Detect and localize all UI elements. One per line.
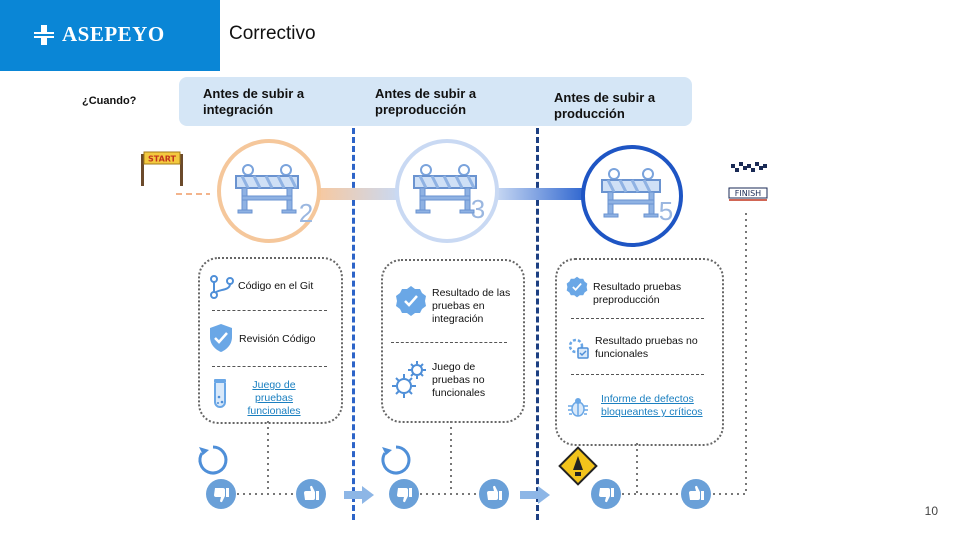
finish-flag-icon: FINISH: [728, 162, 768, 201]
checklist-box-produccion: Resultado pruebas preproducción Resultad…: [555, 258, 724, 446]
gears-icon: [392, 361, 426, 398]
gate-number: 2: [299, 198, 313, 228]
thumbs-down-icon[interactable]: [590, 478, 622, 510]
bug-icon: [568, 398, 588, 417]
brand-logo-text: ASEPEYO: [62, 22, 165, 46]
thumbs-up-icon[interactable]: [478, 478, 510, 510]
git-branch-icon: [210, 275, 234, 299]
barrier-icon: [413, 164, 477, 214]
verified-badge-icon: [396, 286, 426, 316]
thumbs-down-icon[interactable]: [388, 478, 420, 510]
checklist-item-label: Resultado pruebas no funcionales: [595, 335, 698, 360]
checklist-box-preproduccion: Resultado de las pruebas en integración …: [381, 259, 525, 423]
start-flag-label: START: [148, 155, 177, 164]
thumbs-up-icon[interactable]: [680, 478, 712, 510]
checklist-item-label: Revisión Código: [239, 333, 316, 345]
stage-heading-preproduccion: Antes de subir a preproducción: [375, 86, 477, 117]
next-stage-arrow-icon: [344, 486, 374, 504]
next-stage-arrow-icon: [520, 486, 550, 504]
item-separator: [212, 310, 327, 311]
barrier-icon: [601, 168, 661, 218]
defects-report-link[interactable]: Informe de defectos bloqueantes y crític…: [601, 393, 703, 418]
test-tube-icon: [214, 379, 226, 408]
item-separator: [571, 318, 704, 319]
thumbs-up-icon[interactable]: [295, 478, 327, 510]
cross-logo-icon: [34, 25, 54, 45]
stage-heading-integracion: Antes de subir a integración: [203, 86, 305, 117]
verified-badge-icon: [566, 276, 588, 298]
checklist-item-label: Resultado de las pruebas en integración: [432, 287, 511, 325]
checklist-item-label: Juego de pruebas no funcionales: [432, 361, 486, 399]
functional-tests-link[interactable]: Juego de pruebas funcionales: [247, 379, 301, 417]
retry-cycle-icon[interactable]: [379, 443, 413, 477]
item-separator: [212, 366, 327, 367]
start-flag-icon: START: [141, 151, 183, 186]
gate-circle-produccion: 5: [580, 144, 684, 253]
when-label: ¿Cuando?: [82, 95, 137, 107]
checklist-box-integracion: Código en el Git Revisión Código Juego d…: [198, 257, 343, 424]
shield-check-icon: [210, 324, 232, 352]
slide-title: Correctivo: [229, 23, 316, 44]
barrier-icon: [235, 164, 299, 214]
retry-cycle-icon[interactable]: [196, 443, 230, 477]
progress-connector: [176, 188, 585, 200]
thumbs-down-icon[interactable]: [205, 478, 237, 510]
item-separator: [571, 374, 704, 375]
stage-divider: [536, 128, 539, 520]
stage-header-bar: [179, 77, 692, 126]
gear-report-icon: [568, 338, 589, 359]
checklist-item-label: Resultado pruebas preproducción: [593, 281, 682, 306]
warning-sign-icon: [558, 446, 598, 486]
page-number: 10: [924, 504, 938, 518]
finish-flag-label: FINISH: [735, 189, 761, 198]
stage-heading-produccion: Antes de subir a producción: [554, 90, 656, 121]
item-separator: [391, 342, 507, 343]
stage-divider: [352, 128, 355, 520]
gate-number: 3: [471, 194, 485, 224]
gate-number: 5: [659, 196, 673, 226]
gate-circle-preproduccion: 3: [394, 138, 500, 249]
gate-circle-integracion: 2: [216, 138, 322, 249]
checklist-item-label: Código en el Git: [238, 280, 314, 292]
